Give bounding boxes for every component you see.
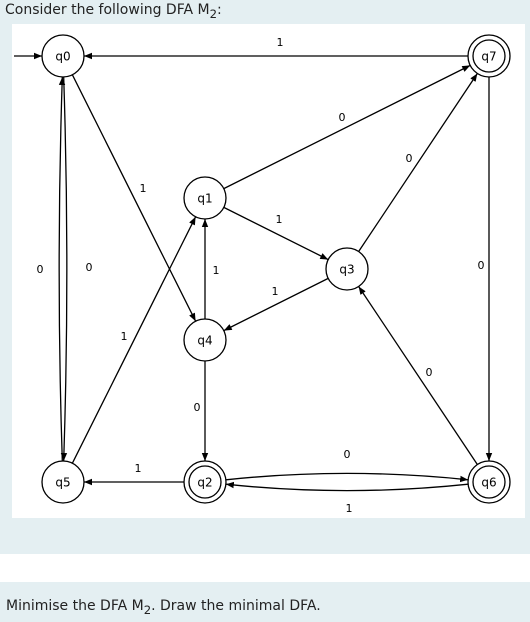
transition-label-q5-q0: 0: [37, 263, 44, 276]
state-label-q4: q4: [197, 334, 212, 348]
state-label-q5: q5: [55, 476, 70, 490]
transition-q5-q0: [58, 76, 66, 462]
state-q0: q0: [41, 34, 85, 78]
intro-subscript: 2: [209, 6, 217, 21]
dfa-diagram: q0 q1 q2 q3 q4 q5 q6 q7 1 1 0 0 1 0 1 1 0 1 0 1 0 1 0 0: [14, 34, 511, 515]
state-q7: q7: [467, 34, 511, 78]
transition-label-q7-q6: 0: [478, 259, 485, 272]
transition-label-q2-q5: 1: [135, 462, 142, 475]
transition-label-q4-q2: 0: [194, 401, 201, 414]
state-label-q3: q3: [339, 263, 354, 277]
state-circle-q7: [467, 34, 511, 78]
transition-label-q0-q5: 0: [86, 261, 93, 274]
transition-label-q1-q7: 0: [339, 111, 346, 124]
state-q5: q5: [41, 460, 85, 504]
transition-label-q6-q2: 1: [346, 502, 353, 515]
dfa-diagram-panel: q0 q1 q2 q3 q4 q5 q6 q7 1 1 0 0 1 0 1 1 0 1 0 1 0 1 0 0: [12, 24, 525, 518]
state-label-q6: q6: [481, 476, 496, 490]
accepting-ring-q2: [188, 465, 222, 499]
task-subscript: 2: [143, 602, 152, 617]
transition-q1-q3: [223, 206, 329, 261]
intro-suffix: :: [217, 2, 222, 18]
transition-q0-q5: [60, 76, 68, 462]
transition-label-q1-q3: 1: [276, 213, 283, 226]
state-label-q1: q1: [197, 192, 212, 206]
transition-label-q5-q1: 1: [121, 330, 128, 343]
state-q4: q4: [183, 318, 227, 362]
state-q6: q6: [467, 460, 511, 504]
transition-q6-q3: [358, 286, 478, 465]
state-label-q0: q0: [55, 50, 70, 64]
question-task: Minimise the DFA M2. Draw the minimal DF…: [6, 596, 321, 620]
state-circle-q3: [325, 247, 369, 291]
transition-q6-q2: [225, 481, 469, 492]
state-q3: q3: [325, 247, 369, 291]
accepting-ring-q7: [472, 39, 506, 73]
transition-q0-q4: [71, 74, 197, 322]
transition-label-q7-q0: 1: [277, 36, 284, 49]
transition-label-q3-q4: 1: [272, 285, 279, 298]
state-circle-q0: [41, 34, 85, 78]
transition-q3-q7: [358, 73, 478, 252]
state-circle-q2: [183, 460, 227, 504]
state-circle-q1: [183, 176, 227, 220]
transition-label-q2-q6: 0: [344, 448, 351, 461]
state-circle-q6: [467, 460, 511, 504]
transition-label-q4-q1: 1: [213, 264, 220, 277]
task-suffix: . Draw the minimal DFA.: [151, 598, 321, 614]
transition-label-q3-q7: 0: [406, 152, 413, 165]
transition-q5-q1: [71, 216, 197, 464]
state-circle-q5: [41, 460, 85, 504]
state-label-q7: q7: [481, 50, 496, 64]
transition-q3-q4: [223, 277, 329, 332]
answer-gap: [0, 554, 530, 582]
transition-q2-q6: [225, 472, 469, 483]
accepting-ring-q6: [472, 465, 506, 499]
transition-label-q0-q4: 1: [140, 182, 147, 195]
intro-text: Consider the following DFA M: [5, 2, 210, 18]
question-intro: Consider the following DFA M2:: [5, 0, 222, 24]
state-label-q2: q2: [197, 476, 212, 490]
transition-label-q6-q3: 0: [426, 366, 433, 379]
state-circle-q4: [183, 318, 227, 362]
state-q1: q1: [183, 176, 227, 220]
task-text: Minimise the DFA M: [6, 598, 144, 614]
transition-q1-q7: [223, 64, 471, 190]
state-q2: q2: [183, 460, 227, 504]
